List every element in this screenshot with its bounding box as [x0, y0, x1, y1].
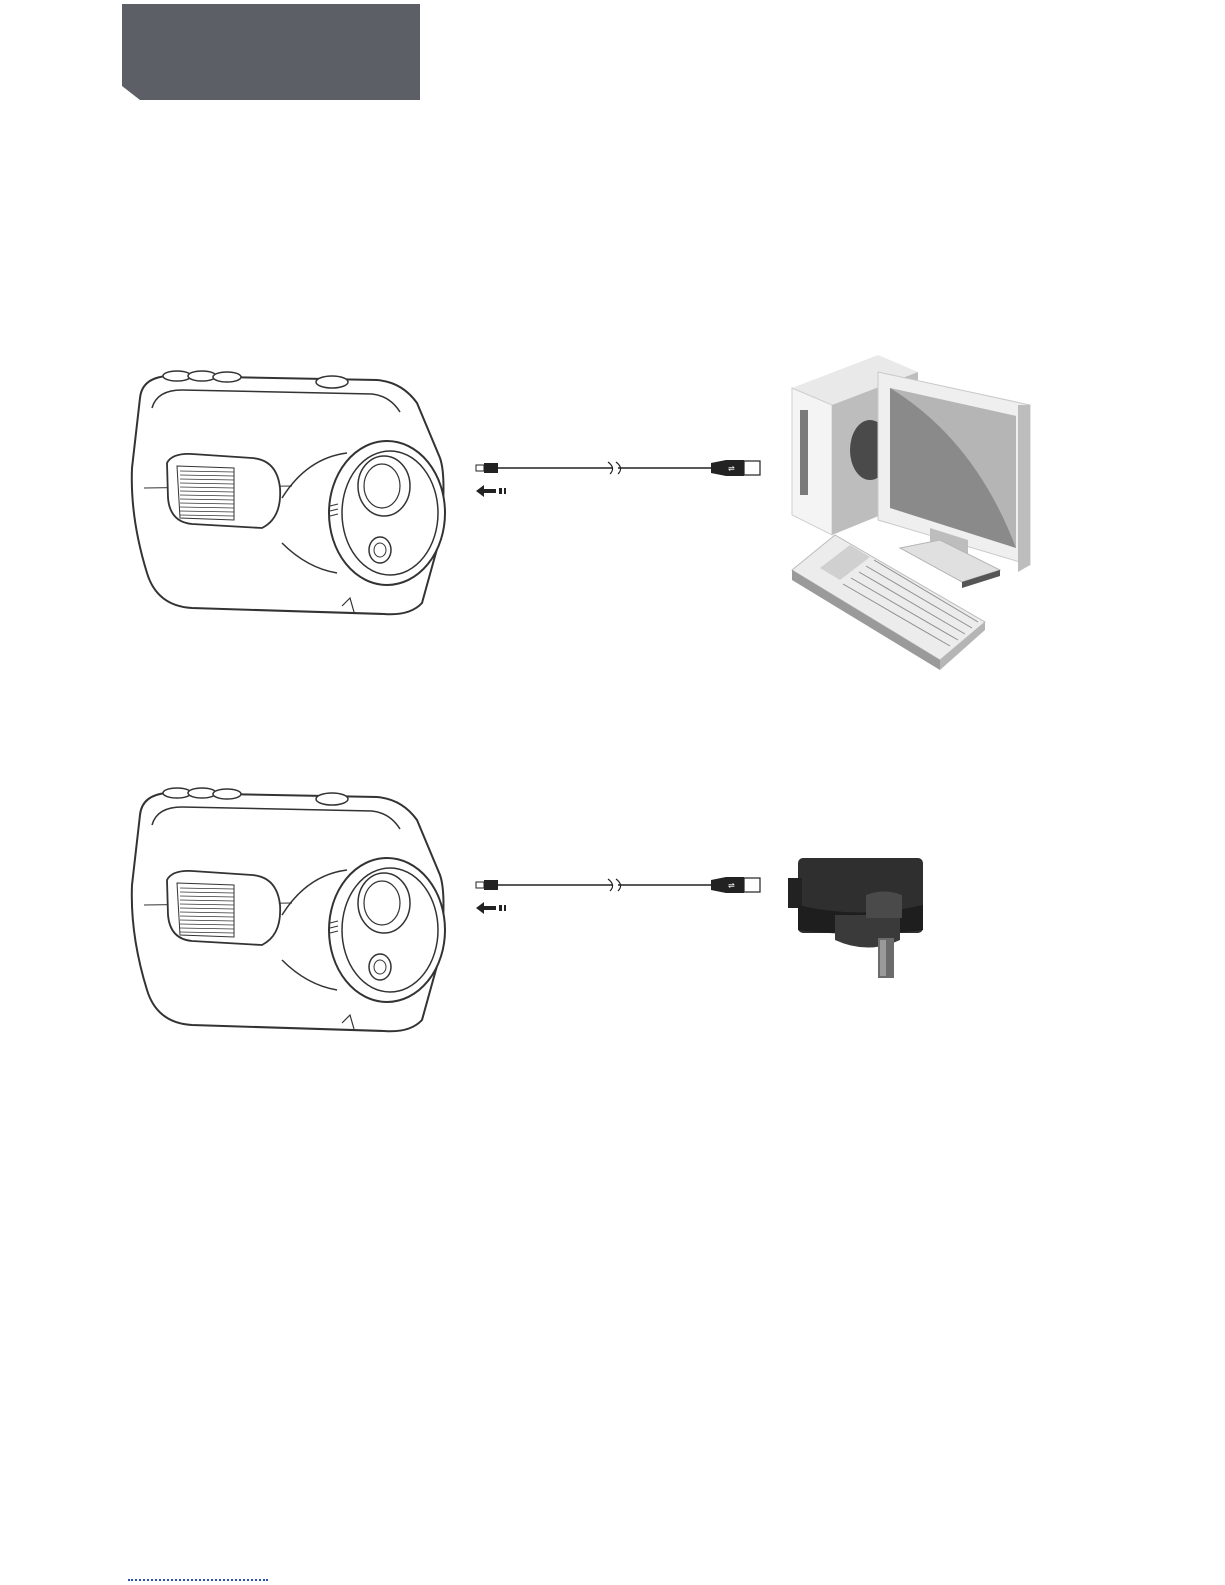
usb-cable [476, 460, 760, 497]
footer-link-rule [128, 1579, 268, 1581]
desktop-computer-illustration [792, 355, 1030, 670]
usb-cable [476, 877, 760, 914]
camcorder-illustration [132, 371, 445, 614]
camcorder-illustration [132, 788, 445, 1031]
usb-wall-charger-illustration [788, 858, 923, 978]
